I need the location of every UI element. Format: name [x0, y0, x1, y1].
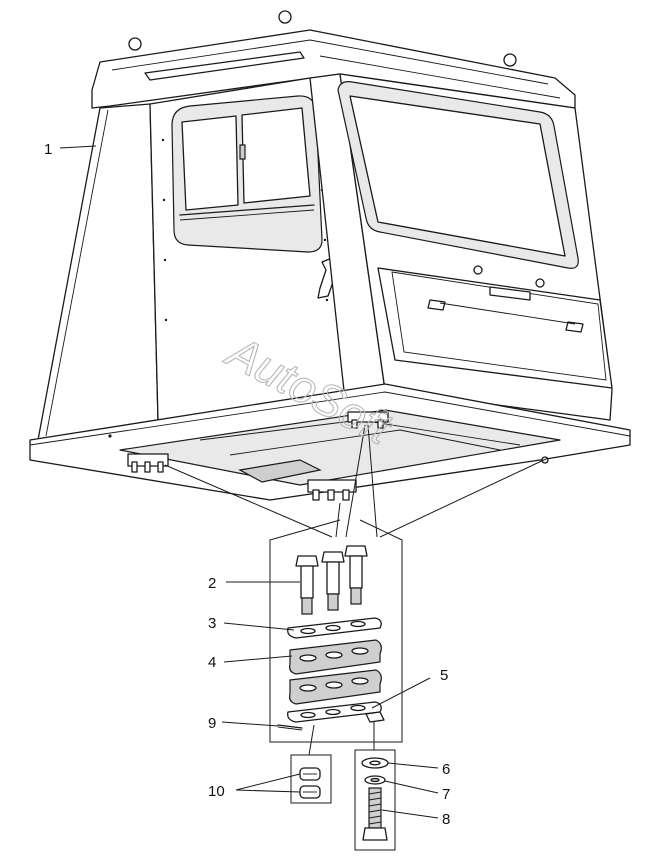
- nut: [299, 767, 321, 781]
- part-3-plate: [287, 617, 382, 639]
- part-5-plate: [287, 701, 385, 723]
- mount-bracket-center: [307, 479, 357, 501]
- part-4-rubber-pad: [289, 639, 382, 675]
- nut: [299, 785, 321, 799]
- bolt: [321, 551, 345, 611]
- callout-6: 6: [442, 761, 450, 778]
- callout-4: 4: [208, 654, 216, 671]
- bolt: [344, 545, 368, 605]
- part-6-washer: [361, 757, 389, 769]
- part-10-nuts: [299, 767, 321, 799]
- part-9-pin: [277, 724, 303, 731]
- callout-5: 5: [440, 667, 448, 684]
- callout-9: 9: [208, 715, 216, 732]
- callout-7: 7: [442, 786, 450, 803]
- part-4-rubber-pad-lower: [289, 669, 382, 705]
- callout-1: 1: [44, 141, 52, 158]
- mount-bracket-left: [127, 453, 169, 473]
- callout-3: 3: [208, 615, 216, 632]
- cab: [29, 10, 631, 501]
- part-2-bolts: [295, 545, 368, 615]
- lower-front-panel: [377, 267, 613, 389]
- callout-2: 2: [208, 575, 216, 592]
- bolt: [295, 555, 319, 615]
- callout-10: 10: [208, 783, 225, 800]
- callout-labels: 1 2 3 4 5 6 7 8 9 10: [44, 141, 450, 828]
- callout-leaders: [59, 145, 439, 819]
- detail-callout-frame: [164, 424, 549, 851]
- part-8-bolt: [362, 787, 388, 841]
- mount-bracket-rear: [347, 411, 389, 429]
- part-7-spring-washer: [364, 775, 386, 785]
- callout-8: 8: [442, 811, 450, 828]
- left-wall: [37, 103, 159, 441]
